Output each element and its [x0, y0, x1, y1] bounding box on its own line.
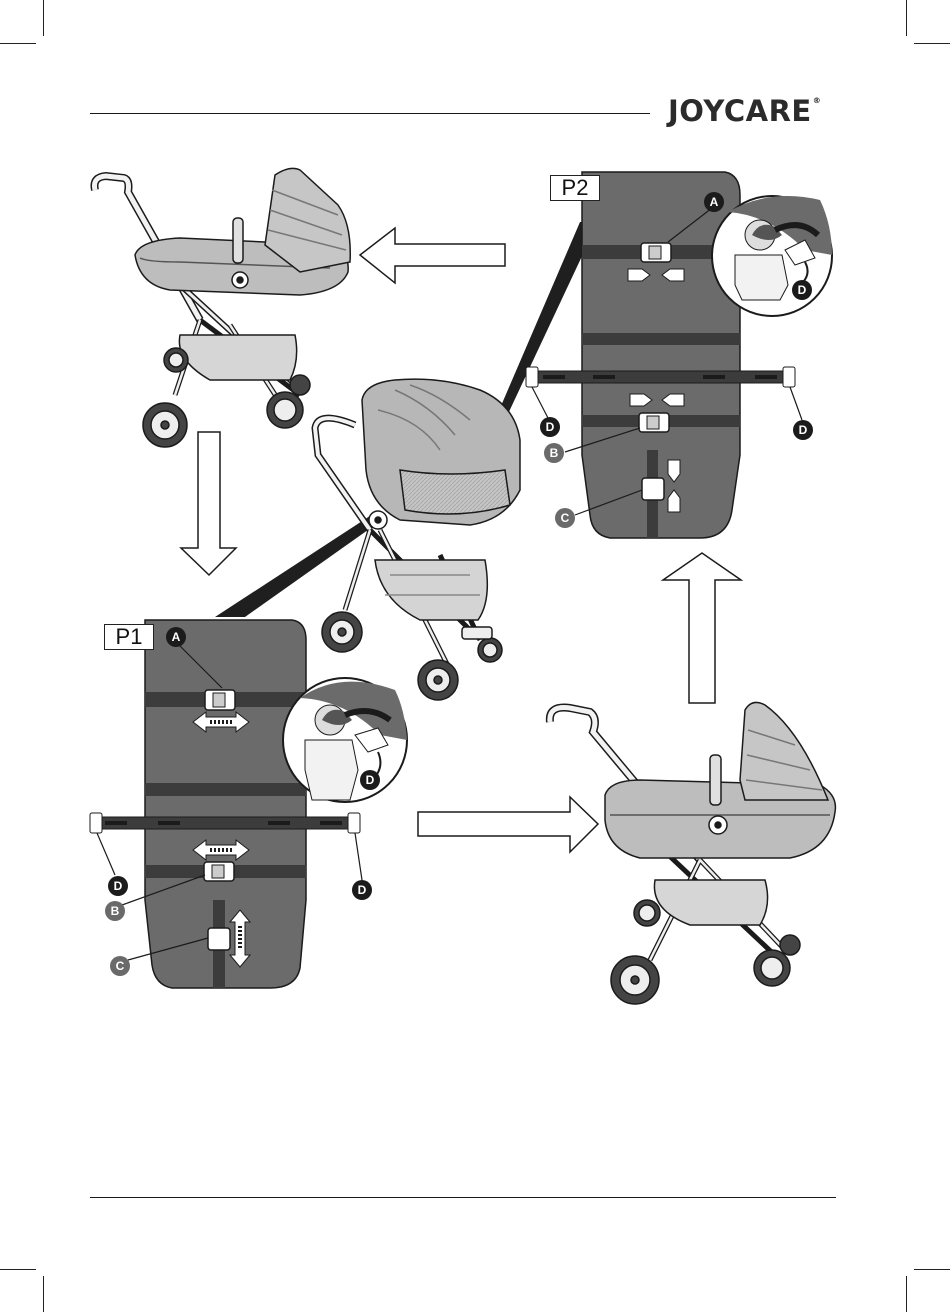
arrow-right: [418, 797, 598, 852]
stroller-top-left: [94, 168, 350, 447]
callout-a-p2: A: [704, 192, 724, 212]
arrow-down: [181, 432, 236, 575]
stroller-bottom-right: [550, 702, 836, 1004]
callout-c-p1: C: [110, 956, 130, 976]
callout-a-p1: A: [166, 627, 186, 647]
callout-d-right-p1: D: [352, 880, 372, 900]
arrow-left: [360, 228, 505, 283]
callout-d-zoom-p1: D: [360, 770, 380, 790]
panel-label-p2: P2: [550, 175, 600, 201]
panel-label-p1: P1: [104, 624, 154, 650]
callout-d-right-p2: D: [793, 420, 813, 440]
pad-p2: [526, 172, 832, 538]
callout-d-left-p1: D: [108, 876, 128, 896]
callout-b-p2: B: [544, 443, 564, 463]
callout-d-zoom-p2: D: [792, 280, 812, 300]
pad-p1: [90, 620, 407, 988]
callout-c-p2: C: [555, 508, 575, 528]
callout-d-left-p2: D: [540, 417, 560, 437]
callout-b-p1: B: [105, 901, 125, 921]
